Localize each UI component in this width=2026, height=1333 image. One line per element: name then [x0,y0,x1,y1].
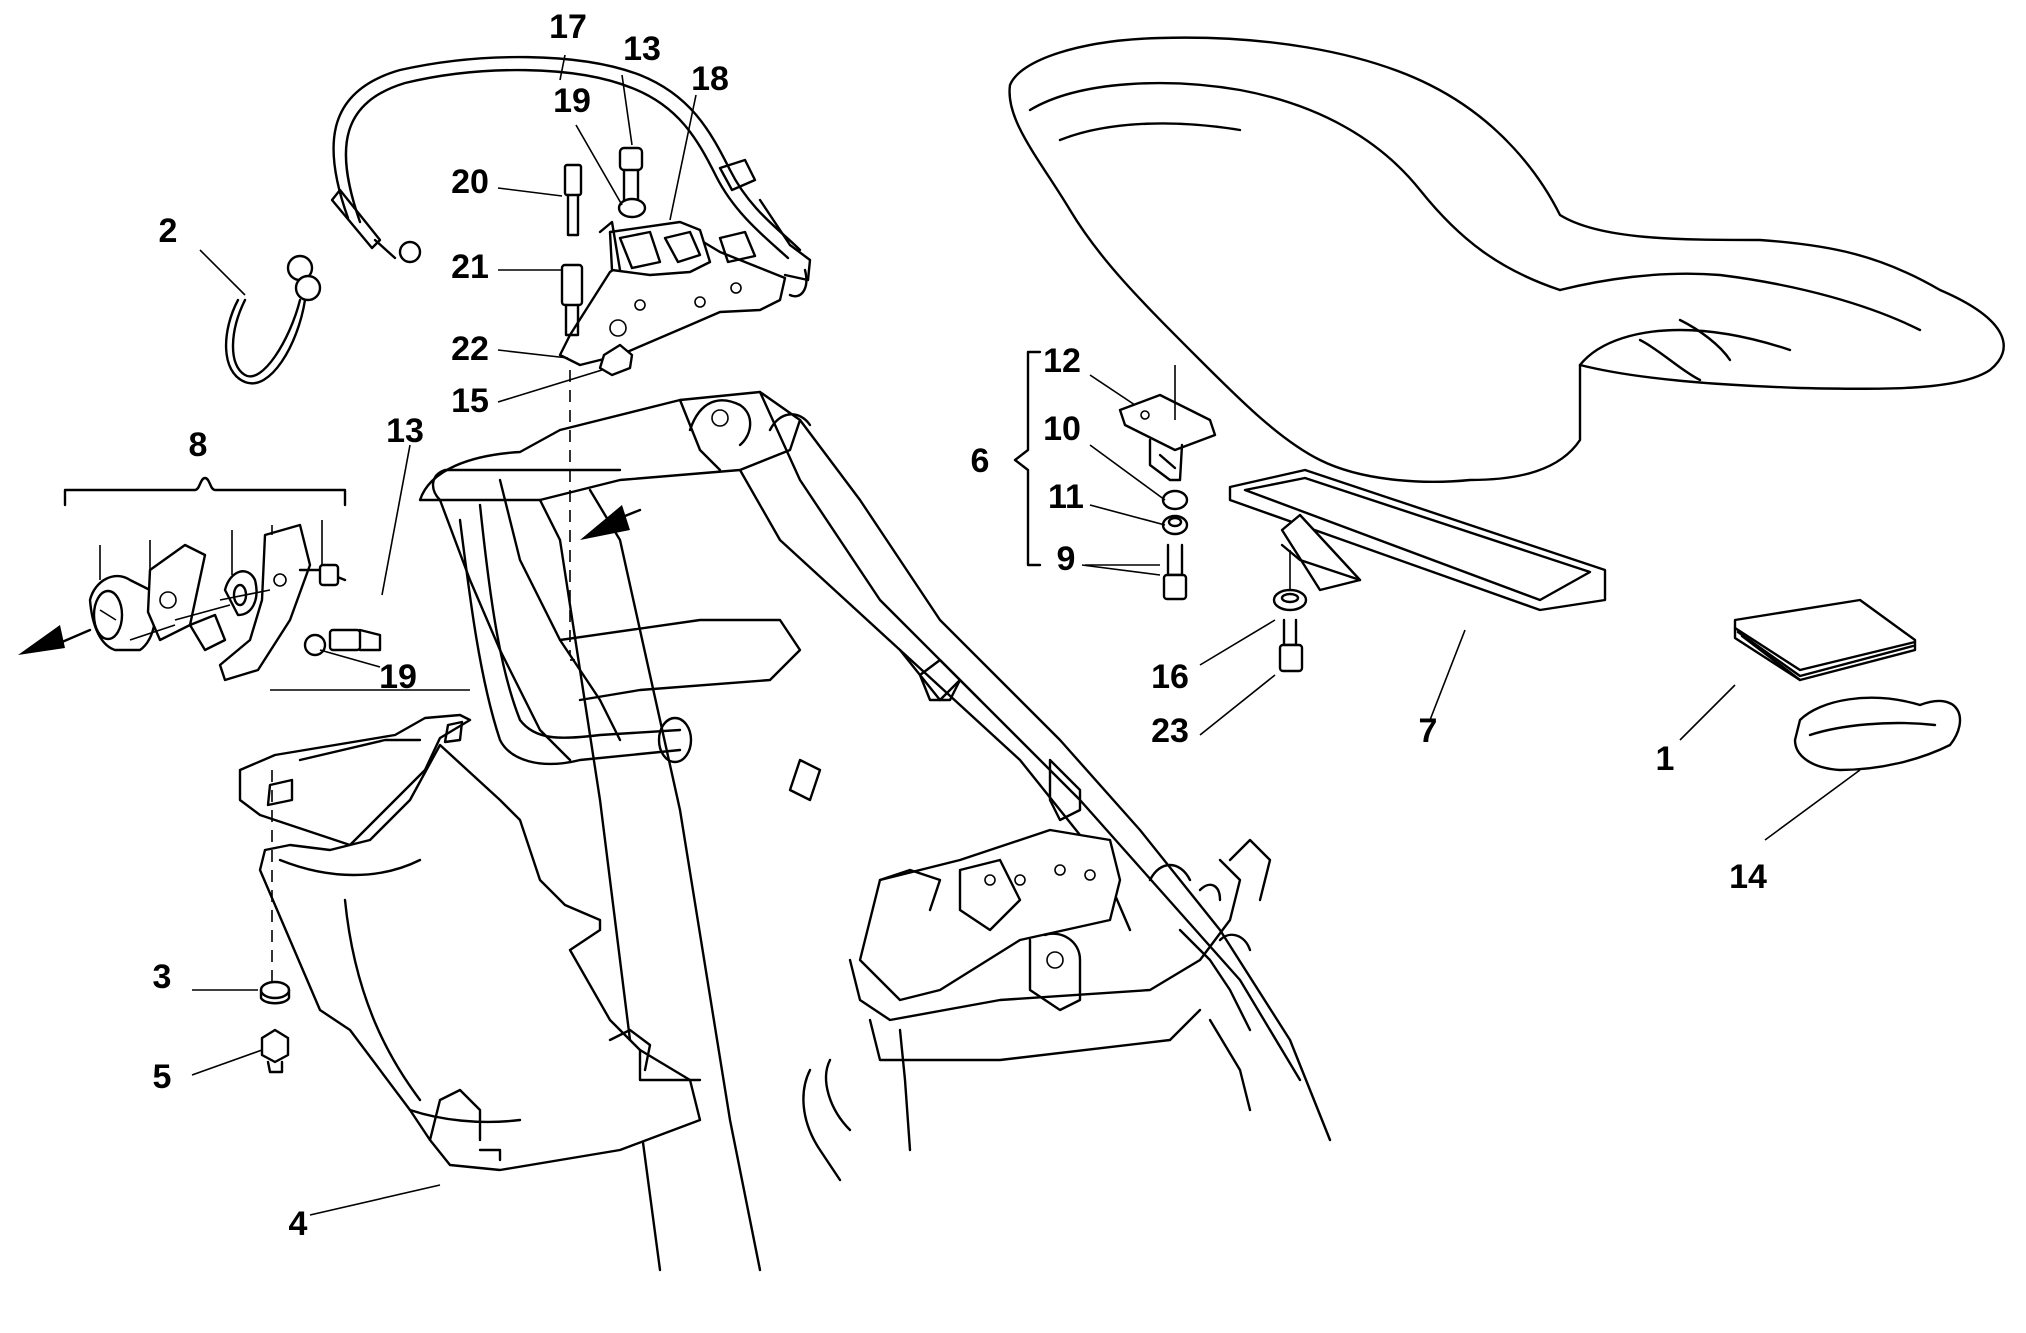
callout-6: 6 [971,442,990,480]
callout-10: 10 [1043,410,1081,448]
callout-19-top: 19 [553,82,591,120]
seat-release-cable [330,55,812,298]
callout-7: 7 [1419,712,1438,750]
callout-5: 5 [153,1058,172,1096]
callout-13-top: 13 [623,30,661,68]
rear-subframe [418,390,1332,1272]
callout-leaders [191,54,1861,1216]
assembly-guide-lines [270,365,1291,985]
callout-2: 2 [159,212,178,250]
group-brace-8 [63,476,347,507]
tool-pouch [1793,696,1962,772]
callout-22: 22 [451,330,489,368]
lock-hardware [560,146,647,377]
callout-8: 8 [189,426,208,464]
seat-base-tray [1228,468,1607,612]
seat-latch-plate [1118,393,1217,601]
callout-18: 18 [691,60,729,98]
rear-undertray [238,713,702,1172]
callout-3: 3 [153,958,172,996]
arrowhead-frame [580,505,630,540]
seat-lock-bracket [558,220,787,367]
callout-12: 12 [1043,342,1081,380]
callout-labels: 1 2 3 4 5 6 7 8 9 10 11 12 13 13 14 15 1… [153,8,1767,1243]
undertray-fasteners [259,980,291,1074]
callout-13-left: 13 [386,412,424,450]
callout-19-left: 19 [379,658,417,696]
callout-4: 4 [289,1205,308,1243]
callout-21: 21 [451,248,489,286]
callout-11: 11 [1048,478,1084,516]
lock-assembly-group [88,520,382,682]
user-manual-book [1733,598,1917,682]
group-brace-6 [1013,350,1042,567]
callout-15: 15 [451,382,489,420]
callout-9: 9 [1057,540,1076,578]
callout-17: 17 [549,8,587,46]
helmet-cable-strap [224,254,322,385]
callout-1: 1 [1656,740,1675,778]
callout-14: 14 [1729,858,1767,896]
callout-23: 23 [1151,712,1189,750]
arrowhead-left [18,625,65,655]
tray-fasteners [1272,588,1308,673]
seat-cushion [1008,36,2005,484]
callout-16: 16 [1151,658,1189,696]
callout-20: 20 [451,163,489,201]
